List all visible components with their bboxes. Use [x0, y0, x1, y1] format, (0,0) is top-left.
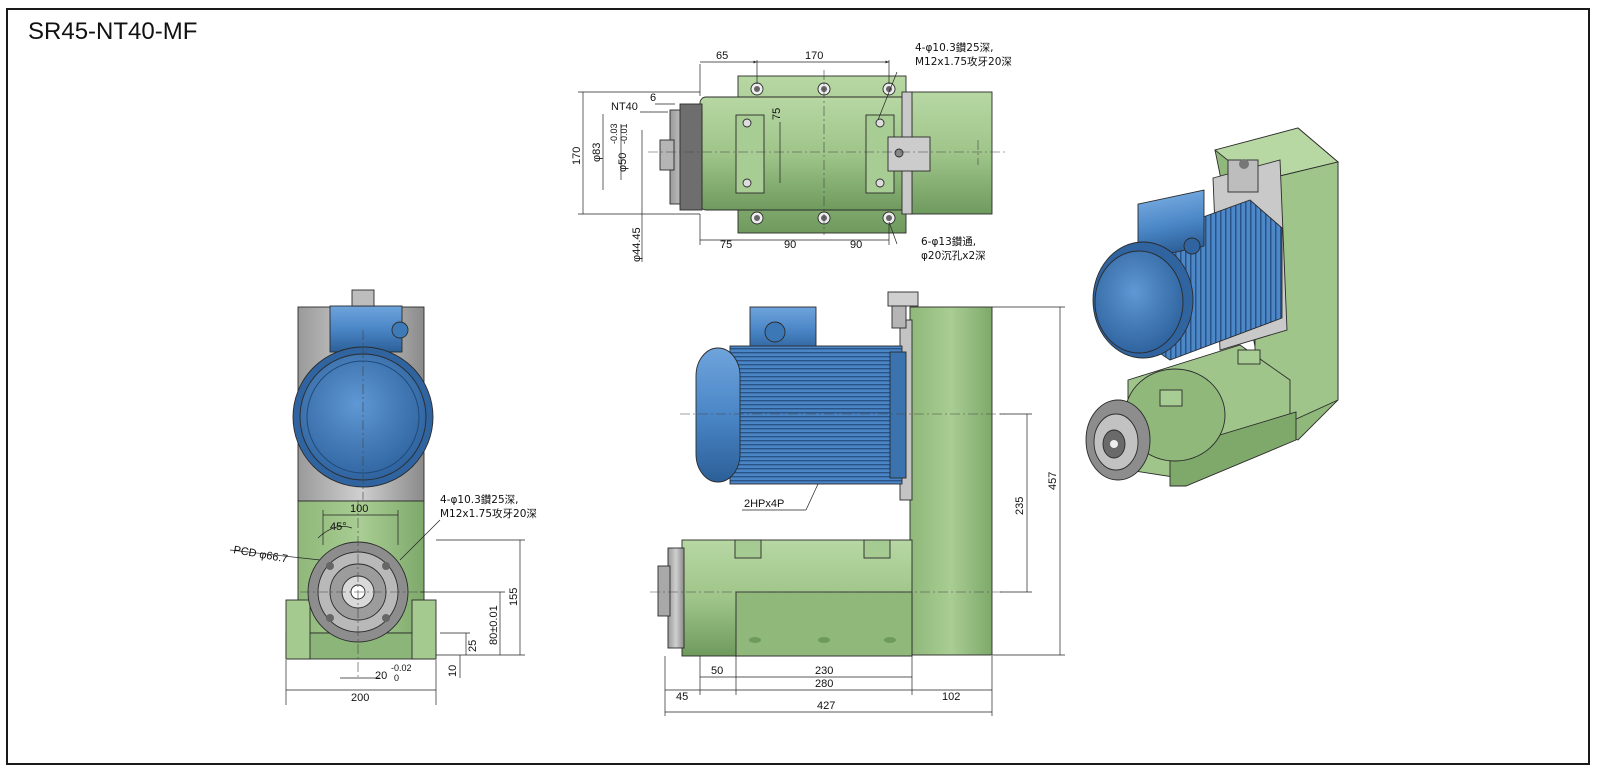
dim-phi50-tol-up: -0.03 [609, 123, 619, 144]
side-view: 2HPx4P 457 235 45 50 230 280 102 427 [650, 291, 1065, 716]
drawing-frame [6, 8, 1590, 765]
front-junction-box [329, 305, 403, 353]
dim-100: 100 [350, 503, 368, 515]
motor-label: 2HPx4P [744, 498, 784, 510]
dim-75-vertical: 75 [771, 108, 783, 120]
side-motor-cover [695, 347, 741, 483]
dim-427: 427 [817, 700, 835, 712]
dim-25: 25 [467, 640, 479, 652]
dim-phi50-tol-low: -0.01 [619, 123, 629, 144]
dim-102: 102 [942, 691, 960, 703]
dim-75-bottom: 75 [720, 239, 732, 251]
note-top-tap: M12x1.75攻牙20深 [915, 55, 1012, 68]
side-column [909, 306, 993, 656]
dim-10: 10 [447, 665, 459, 677]
dim-phi83: φ83 [591, 143, 603, 162]
dim-230: 230 [815, 665, 833, 677]
iso-base [1169, 411, 1297, 487]
label-nt40: NT40 [611, 101, 638, 113]
dim-457: 457 [1047, 472, 1059, 490]
dim-170-left: 170 [571, 147, 583, 165]
dim-20-tol-low: 0 [394, 673, 399, 683]
dim-90-a: 90 [784, 239, 796, 251]
isometric-view [1085, 127, 1339, 487]
dim-pcd: PCD φ66.7 [232, 544, 288, 565]
note-bottom-counterbore: φ20沉孔x2深 [921, 249, 986, 262]
dim-65: 65 [716, 50, 728, 62]
note-top-drill: 4-φ10.3鑽25深, [915, 41, 993, 54]
dim-80: 80±0.01 [488, 605, 500, 645]
dim-20: 20 [375, 670, 387, 682]
dim-280: 280 [815, 678, 833, 690]
dim-45-deg: 45° [330, 521, 347, 533]
dim-90-b: 90 [850, 239, 862, 251]
dim-45: 45 [676, 691, 688, 703]
top-view: 65 170 75 170 NT40 6 φ83 φ50 -0.03 -0.01… [571, 41, 1012, 262]
side-motor-body [729, 345, 903, 485]
top-bracket [887, 136, 931, 172]
dim-phi50: φ50 [617, 153, 629, 172]
drawing-title: SR45-NT40-MF [28, 18, 198, 45]
dim-200: 200 [351, 692, 369, 704]
front-view: 100 45° PCD φ66.7 155 80±0.01 25 10 20 -… [229, 289, 537, 705]
dim-phi44: φ44.45 [631, 227, 643, 262]
dim-20-tol-up: -0.02 [391, 663, 412, 673]
note-front-drill: 4-φ10.3鑽25深, [440, 493, 518, 506]
dim-235: 235 [1014, 497, 1026, 515]
dim-50: 50 [711, 665, 723, 677]
dim-155: 155 [508, 588, 520, 606]
note-front-tap: M12x1.75攻牙20深 [440, 507, 537, 520]
dim-170-top: 170 [805, 50, 823, 62]
dim-6: 6 [650, 92, 656, 104]
note-bottom-drill: 6-φ13鑽通, [921, 235, 976, 248]
